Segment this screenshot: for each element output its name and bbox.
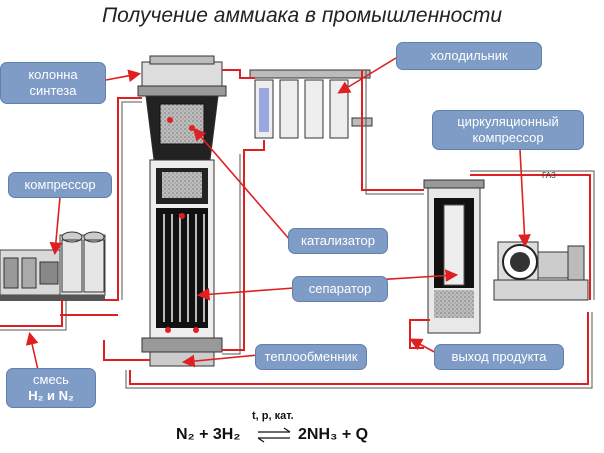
- label-condenser-text: холодильник: [430, 48, 508, 63]
- label-product-outlet: выход продукта: [434, 344, 564, 370]
- label-catalyst-text: катализатор: [301, 233, 375, 248]
- gas-tag: ГАЗ: [542, 171, 556, 180]
- separator-unit: [423, 179, 485, 334]
- label-mixture-line2: H₂ и N₂: [28, 388, 74, 403]
- label-heat-exchanger: теплообменник: [255, 344, 367, 370]
- label-separator-text: сепаратор: [308, 281, 372, 296]
- pipe-network: [0, 69, 591, 385]
- label-synthesis-column: колонна синтеза: [0, 62, 106, 104]
- equation-left: N₂ + 3H₂: [176, 426, 241, 443]
- diagram-title: Получение аммиака в промышленности: [101, 4, 503, 27]
- synthesis-column: [137, 55, 227, 367]
- label-separator: сепаратор: [292, 276, 388, 302]
- label-condenser: холодильник: [396, 42, 542, 70]
- label-compressor-text: компрессор: [24, 177, 96, 192]
- label-mixture: смесь H₂ и N₂: [6, 368, 96, 408]
- label-circulation-compressor-line2: компрессор: [472, 130, 544, 145]
- label-catalyst: катализатор: [288, 228, 388, 254]
- circulation-compressor-machine: [493, 241, 589, 301]
- pipe-outline: [0, 70, 595, 389]
- label-mixture-line1: смесь: [33, 372, 69, 387]
- label-product-outlet-text: выход продукта: [451, 349, 547, 364]
- label-heat-exchanger-text: теплообменник: [264, 349, 358, 364]
- reaction-conditions: t, p, кат.: [252, 410, 294, 422]
- label-circulation-compressor-line1: циркуляционный: [457, 114, 559, 129]
- equilibrium-arrows: [257, 427, 291, 443]
- compressor-machine: [0, 231, 106, 301]
- label-circulation-compressor: циркуляционный компрессор: [432, 110, 584, 150]
- condenser-unit: [249, 69, 373, 139]
- label-synthesis-column-text: колонна синтеза: [28, 67, 78, 98]
- equation-right: 2NH₃ + Q: [298, 426, 369, 443]
- label-compressor: компрессор: [8, 172, 112, 198]
